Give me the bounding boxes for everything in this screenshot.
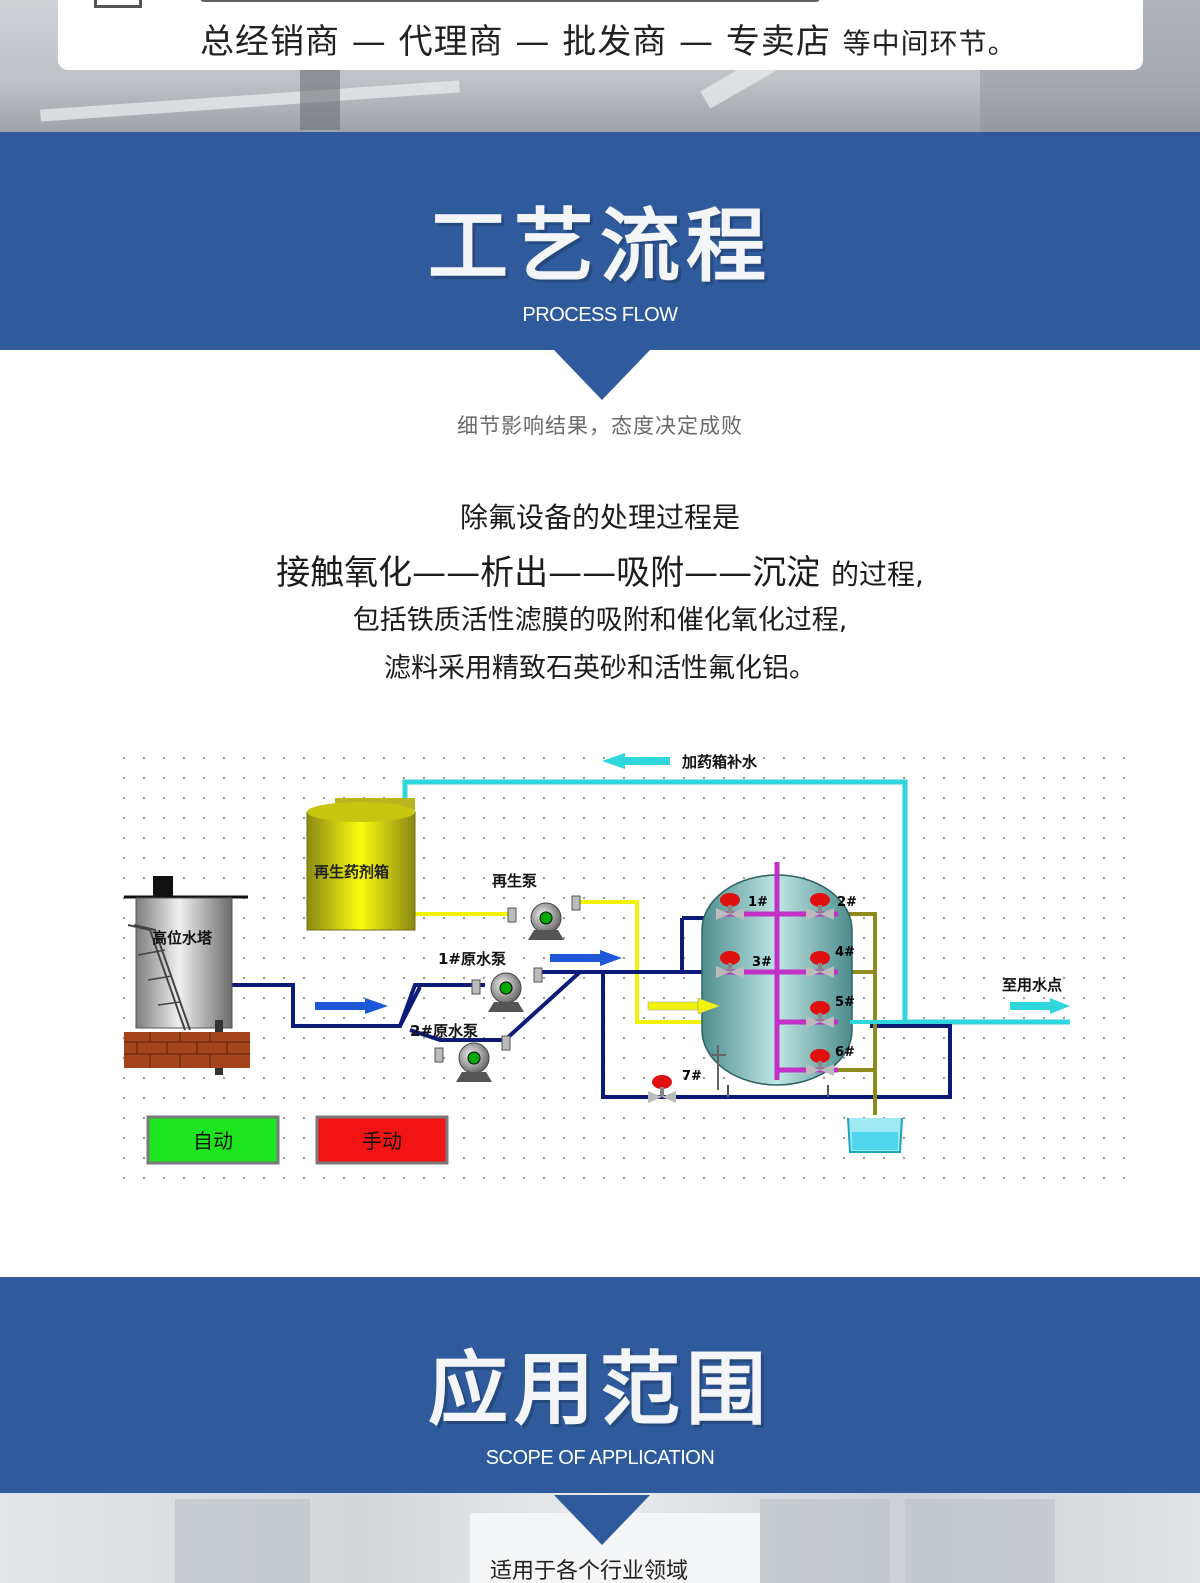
valve-icon: [806, 1001, 834, 1028]
photo-tile: [175, 1499, 310, 1583]
chain-main: 总经销商 — 代理商 — 批发商 — 专卖店: [200, 22, 831, 62]
navy-pipe: [230, 983, 485, 1028]
photo-pipe-detail: [40, 80, 460, 122]
valve-label: 2#: [837, 895, 857, 910]
regen-pump-icon: [507, 895, 581, 940]
process-flow-banner: 工艺流程 PROCESS FLOW: [0, 132, 1200, 350]
valve-icon: [806, 893, 834, 920]
auto-button[interactable]: 自动: [146, 1115, 280, 1165]
valve-icon: [806, 951, 834, 978]
valve-label: 4#: [835, 945, 855, 960]
flow-arrow-icon: [550, 950, 622, 966]
valve-label: 7#: [682, 1069, 702, 1084]
manual-button[interactable]: 手动: [315, 1115, 449, 1165]
valve-icon: [806, 1049, 834, 1076]
section-title: 工艺流程: [428, 200, 772, 293]
chain-tail: 等中间环节。: [842, 27, 1017, 60]
section-subtitle: PROCESS FLOW: [522, 304, 678, 326]
motto-text: 细节影响结果，态度决定成败: [457, 414, 743, 438]
regen-chemical-tank: [306, 798, 416, 931]
cropped-text-line: [200, 0, 820, 2]
photo-tile: [905, 1499, 1055, 1583]
scope-banner: 应用范围 SCOPE OF APPLICATION: [0, 1277, 1200, 1495]
pump-1-label: 1#原水泵: [438, 950, 506, 968]
photo-block-detail: [300, 60, 340, 130]
water-tower-label: 高位水塔: [152, 929, 213, 947]
regen-tank-label: 再生药剂箱: [314, 863, 389, 881]
flow-arrow-icon: [315, 998, 388, 1014]
process-flow-diagram: 1# 2# 3# 4# 5# 6# 7# 再生药剂箱 高位水塔: [110, 740, 1140, 1180]
valve-icon: [716, 951, 744, 978]
refill-label: 加药箱补水: [681, 753, 758, 771]
banner-notch: [554, 1495, 650, 1545]
top-background-photo: 总经销商 — 代理商 — 批发商 — 专卖店 等中间环节。: [0, 0, 1200, 132]
process-steps-text: 接触氧化——析出——吸附——沉淀: [276, 553, 821, 593]
description-line-4: 滤料采用精致石英砂和活性氟化铝。: [384, 653, 816, 684]
valve-label: 6#: [835, 1045, 855, 1060]
raw-water-pump-2-icon: [434, 1035, 511, 1082]
valve-label: 3#: [752, 955, 772, 970]
navy-pipe: [601, 972, 952, 1099]
pump-2-label: 2#原水泵: [410, 1022, 478, 1040]
dot-grid-background: [110, 740, 1140, 1180]
photo-tile: [760, 1499, 890, 1583]
description-line-2: 接触氧化——析出——吸附——沉淀 的过程,: [0, 545, 1200, 594]
regen-pump-label: 再生泵: [492, 872, 537, 890]
manual-button-label: 手动: [362, 1129, 402, 1153]
refill-arrow-icon: [602, 753, 670, 769]
distribution-card: 总经销商 — 代理商 — 批发商 — 专卖店 等中间环节。: [58, 0, 1143, 70]
use-point-label: 至用水点: [1002, 976, 1062, 994]
description-line-3: 包括铁质活性滤膜的吸附和催化氧化过程,: [352, 605, 848, 636]
water-tower: [124, 876, 250, 1075]
scope-caption: 适用于各个行业领域: [490, 1559, 689, 1583]
output-arrow-icon: [1010, 998, 1070, 1014]
process-steps-tail: 的过程,: [830, 558, 924, 591]
olive-pipe: [838, 912, 877, 1115]
raw-water-pump-1-icon: [471, 967, 543, 1012]
section-title: 应用范围: [428, 1343, 772, 1436]
auto-button-label: 自动: [193, 1129, 233, 1153]
bottom-background-photo: 适用于各个行业领域: [0, 1493, 1200, 1583]
description-line-1: 除氟设备的处理过程是: [459, 501, 740, 534]
flow-arrow-icon: [647, 997, 721, 1015]
distribution-chain-text: 总经销商 — 代理商 — 批发商 — 专卖店 等中间环节。: [200, 14, 1017, 63]
section-subtitle: SCOPE OF APPLICATION: [485, 1447, 715, 1469]
valve-label: 5#: [835, 995, 855, 1010]
valve-label: 1#: [748, 895, 768, 910]
valve-icon: [648, 1075, 676, 1103]
navy-pipe: [409, 970, 582, 1042]
banner-notch: [554, 350, 650, 400]
valve-icon: [716, 893, 744, 920]
checkbox-icon: [94, 0, 142, 8]
